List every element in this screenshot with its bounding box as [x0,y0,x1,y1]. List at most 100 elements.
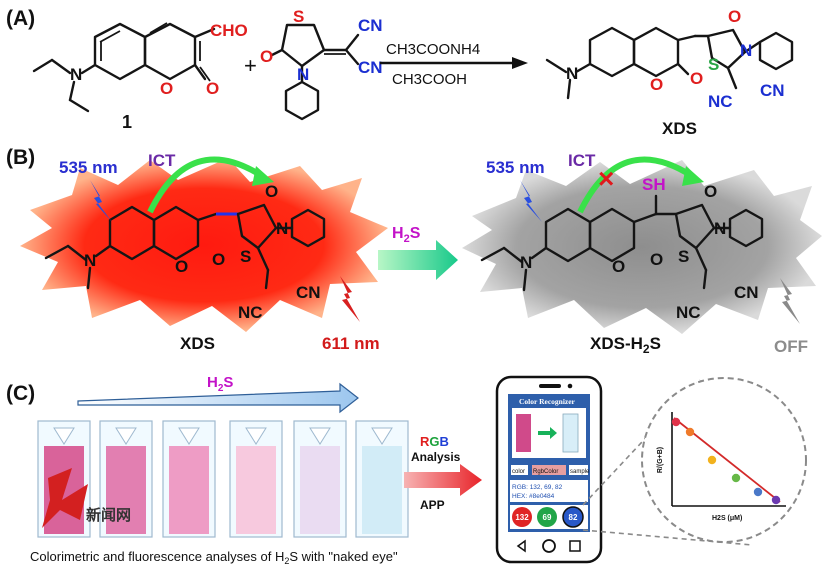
panel-c-caption: Colorimetric and fluorescence analyses o… [30,549,398,566]
app-rgbcolor-label: RgbColor [533,469,558,475]
reaction-arrowhead [512,57,528,69]
xds-h2s-structure [480,194,764,292]
app-sample-button-label: sample [570,469,590,475]
plot-point-3 [707,455,717,465]
xds-h2s-amine-n: N [520,253,532,272]
xds-b-ring-o: O [175,257,188,276]
app-title: Color Recognizer [519,397,576,406]
app-sample-arrow [538,427,557,439]
xds-core-structure [44,203,326,290]
h2s-reaction-arrow [378,240,458,280]
cuvette-2-solution [106,446,146,534]
off-label: OFF [774,337,808,356]
xds-state-label: XDS [180,334,215,353]
thiol-label: SH [642,175,666,194]
recents-icon[interactable] [569,540,581,552]
phone-camera [567,383,573,389]
h2s-gradient-label: H2S [207,374,233,394]
compound-1-structure [32,22,216,113]
xds-cn: CN [760,81,785,100]
cuvette-5-solution [300,446,340,534]
app-color-button[interactable] [511,465,528,475]
cuvette-6 [355,420,409,538]
app-sample-cuvette-blue [562,413,579,453]
cuvette-6-solution [362,446,402,534]
panel-a-label: (A) [6,7,35,30]
red-fluorescence-burst [20,158,388,332]
reagent-n-atom: N [297,65,309,84]
rgb-label: RGB [420,434,449,449]
app-red-value: 132 [515,513,529,522]
plot-point-4 [731,473,741,483]
h2s-gradient-arrow [77,382,359,414]
ict-arrow-left [147,156,264,214]
xds-h2s-carbonyl-o: O [650,250,663,269]
xds-h2s-state-label: XDS-H2S [590,334,661,356]
compound-1-number: 1 [122,112,132,132]
app-hex-readout: HEX: #8e0484 [512,493,555,500]
cuvette-4 [229,420,283,538]
xds-h2s-cn: CN [734,283,759,302]
plot-point-1 [671,417,681,427]
cuvette-2 [99,420,153,538]
reagent-top: CH3COONH4 [386,41,480,58]
plot-y-label: R/(G+B) [657,447,664,473]
xds-b-nc: NC [238,303,263,322]
watermark-text: 新闻网 [86,506,131,524]
xds-n-atom: N [740,41,752,60]
watermark-logo [42,468,88,528]
reagent-s-atom: S [293,7,304,26]
reagent-bottom: CH3COOH [392,71,467,88]
xds-thiazole-o: O [728,7,741,26]
ict-label-right: ICT [568,151,596,170]
analysis-label: Analysis [411,450,461,464]
app-sample-button[interactable] [569,465,588,475]
home-icon[interactable] [542,539,556,553]
app-red-value-badge [512,507,532,527]
app-readout-box [510,480,588,502]
compound-1-carbonyl-o: O [206,79,219,98]
xds-product-label: XDS [662,119,697,138]
xds-h2s-nc: NC [676,303,701,322]
compound-1-ring-o: O [160,79,173,98]
back-icon[interactable] [516,539,526,553]
reagent-cn-bottom: CN [358,58,383,77]
xds-b-thiazole-o: O [265,182,278,201]
zoom-connector-lower [582,529,753,546]
xds-h2s-s-atom: S [678,247,689,266]
app-rgbcolor-swatch [532,465,566,475]
thiazolidinone-reagent-structure [270,23,360,121]
panel-b-label: (B) [6,146,35,169]
excitation-label-left: 535 nm [59,158,118,177]
ict-label-left: ICT [148,151,176,170]
ict-arrowhead-right [682,166,704,186]
emission-label: 611 nm [322,334,380,353]
xds-h2s-ring-o: O [612,257,625,276]
plot-point-6 [771,495,781,505]
xds-amine-n: N [566,64,578,83]
plot-point-2 [685,427,695,437]
ict-blocked-mark: × [598,163,614,194]
ict-arrow-right [577,156,694,214]
xds-carbonyl-o: O [690,69,703,88]
app-sample-cuvette-pink [516,414,531,452]
phone-speaker [539,384,561,388]
calibration-plot-zoom: R/(G+B) H2S (μM) [641,377,807,543]
cuvette-4-solution [236,446,276,534]
app-green-value-badge [537,507,557,527]
cuvette-3-solution [169,446,209,534]
cuvette-5 [293,420,347,538]
plus-sign: + [244,53,257,78]
xds-ring-o: O [650,75,663,94]
xds-b-amine-n: N [84,251,96,270]
zoom-connector-upper [582,379,701,506]
xds-b-n-atom: N [276,219,288,238]
plot-x-label: H2S (μM) [712,515,742,522]
app-label: APP [420,498,445,512]
xds-b-carbonyl-o: O [212,250,225,269]
xds-b-cn: CN [296,283,321,302]
reagent-carbonyl-o: O [260,47,273,66]
xds-s-atom: S [708,55,719,74]
xds-product-structure [545,26,794,100]
app-color-button-label: color [512,469,525,475]
